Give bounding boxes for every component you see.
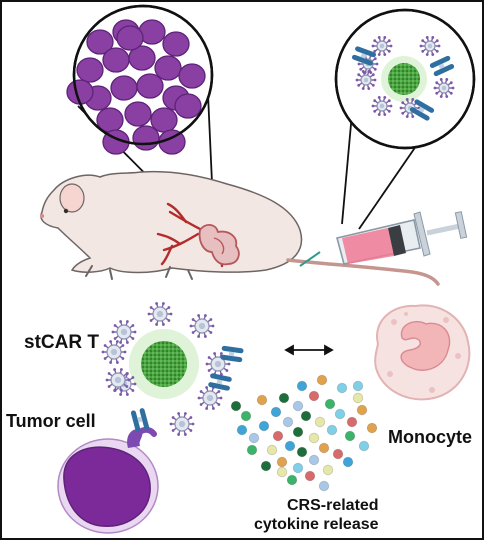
receptor-layer — [101, 302, 244, 436]
antibody-icon — [409, 99, 435, 121]
tumor-cell-blob — [162, 31, 190, 57]
syringe-icon — [299, 211, 468, 267]
cytokine-dot — [318, 480, 330, 492]
tcell-receptor-icon — [101, 340, 127, 364]
tumor-cell-blob — [136, 73, 164, 99]
cytokine-dot — [352, 392, 364, 404]
stcar-t-label: stCAR T — [24, 332, 99, 353]
tumor-cell-blob — [154, 55, 182, 81]
tcell-receptor-icon — [169, 412, 195, 436]
tumor-cell-blob — [116, 25, 144, 51]
tumor-cell-blob — [178, 63, 206, 89]
cytokine-dot — [258, 420, 270, 432]
tcell-receptor-icon — [371, 96, 393, 116]
cytokine-dot — [326, 424, 338, 436]
cytokine-dot — [300, 410, 312, 422]
crs-label-line1: CRS-related — [287, 497, 379, 514]
antibody-icon — [351, 46, 377, 66]
cytokine-dot — [322, 464, 334, 476]
cytokine-dot — [282, 416, 294, 428]
cytokine-dot — [324, 398, 336, 410]
tumor-cell-blob — [76, 57, 104, 83]
antibody-icon — [130, 408, 150, 432]
antibody-icon — [220, 345, 244, 363]
tumor-cell-blob — [124, 101, 152, 127]
cytokine-dot — [346, 416, 358, 428]
crs-label-line2: cytokine release — [254, 516, 379, 533]
double-arrow-icon — [284, 344, 334, 356]
cytokine-dot — [266, 444, 278, 456]
cytokine-dot — [240, 410, 252, 422]
tcell-receptor-icon — [419, 36, 441, 56]
tumor-cell-blob — [150, 107, 178, 133]
tumor-cell-blob — [102, 47, 130, 73]
tumor-receptor-icon — [127, 426, 157, 448]
cytokine-dot — [292, 462, 304, 474]
tumor-cell-icon — [57, 438, 159, 534]
cytokine-dot — [318, 442, 330, 454]
mouse-silhouette — [39, 170, 440, 286]
tcell-receptor-icon — [111, 320, 137, 344]
monocyte-icon — [374, 304, 471, 401]
cytokine-dot — [248, 432, 260, 444]
cytokine-dot — [308, 432, 320, 444]
cytokine-dot — [276, 456, 288, 468]
cytokine-dot — [366, 422, 378, 434]
tumor-zoom-circle — [66, 4, 214, 155]
cytokine-dot — [256, 394, 268, 406]
cytokine-dot — [334, 408, 346, 420]
cytokine-dot — [336, 382, 348, 394]
cytokine-dot — [308, 390, 320, 402]
cytokine-dot — [272, 430, 284, 442]
antibody-icon — [429, 55, 455, 77]
cytokine-dot — [352, 380, 364, 392]
cytokine-dot — [236, 424, 248, 436]
cytokine-dot — [292, 400, 304, 412]
tcell-receptor-icon — [197, 386, 223, 410]
cytokine-dot — [314, 416, 326, 428]
tcell-receptor-icon — [433, 78, 455, 98]
cytokine-dot — [358, 440, 370, 452]
cytokine-dot — [356, 404, 368, 416]
tcell-receptor-icon — [355, 70, 377, 90]
cytokine-dot — [278, 392, 290, 404]
cytokine-dot — [260, 460, 272, 472]
tumor-cell-blob — [110, 75, 138, 101]
cytokine-dot — [296, 380, 308, 392]
tumor-cell-blob — [132, 125, 160, 151]
monocyte-label: Monocyte — [388, 427, 473, 447]
stcar-t-cell-icon — [129, 329, 199, 399]
cytokine-dot — [316, 374, 328, 386]
cytokine-dot — [304, 470, 316, 482]
tcell-receptor-icon — [371, 36, 393, 56]
cytokine-dot — [286, 474, 298, 486]
cytokine-dot — [270, 406, 282, 418]
cytokine-dot — [308, 454, 320, 466]
tcell-receptor-icon — [105, 368, 131, 392]
antibody-icon — [208, 373, 232, 391]
cytokine-dot — [296, 446, 308, 458]
tcell-receptor-icon — [189, 314, 215, 338]
tumor-cell-label: Tumor cell — [6, 411, 96, 431]
cytokine-dot — [284, 440, 296, 452]
cytokine-dot — [332, 448, 344, 460]
cytokine-dot — [344, 430, 356, 442]
tumor-cell-blob — [128, 45, 156, 71]
cytokine-cloud — [230, 374, 378, 492]
cytokine-dot — [342, 456, 354, 468]
cytokine-dot — [292, 426, 304, 438]
cart-zoom-circle — [334, 8, 476, 150]
tumor-cell-blob — [174, 93, 202, 119]
tumor-cell-blob — [86, 29, 114, 55]
cytokine-dot — [276, 466, 288, 478]
cytokine-dot — [230, 400, 242, 412]
cytokine-dot — [246, 444, 258, 456]
tcell-receptor-icon — [147, 302, 173, 326]
